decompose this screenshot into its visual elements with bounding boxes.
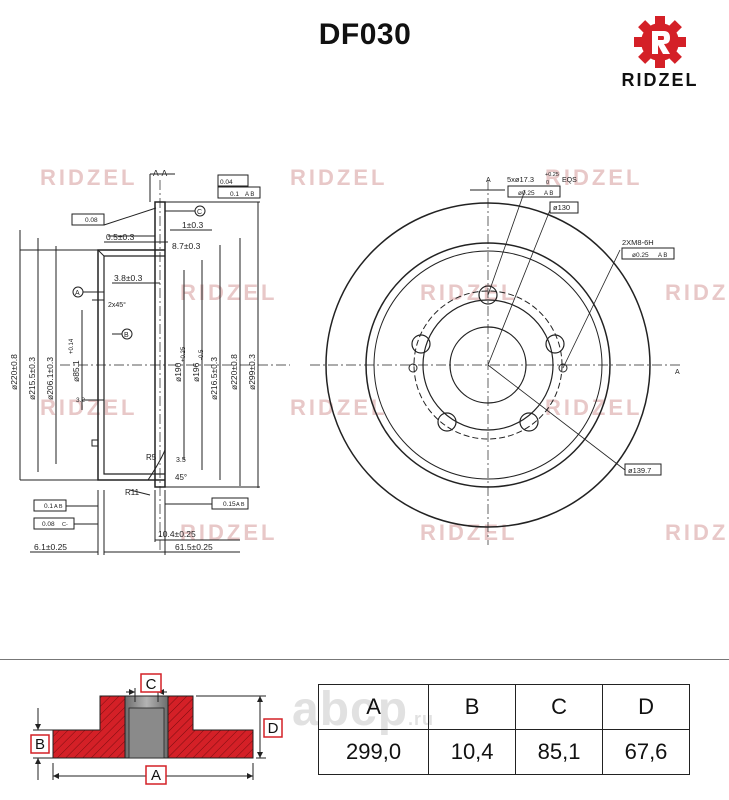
watermark-text: RIDZEL bbox=[290, 165, 387, 190]
holes-label: 5xø17.3 bbox=[507, 175, 534, 184]
table-header-cell: C bbox=[515, 684, 604, 730]
datum-c: C bbox=[197, 209, 202, 216]
holes-pos-ref: A B bbox=[544, 191, 553, 197]
section-divider bbox=[0, 659, 729, 660]
technical-drawing: RIDZEL RIDZEL RIDZEL RIDZEL RIDZEL RIDZE… bbox=[9, 165, 729, 555]
view-label-a-top: A bbox=[486, 177, 491, 184]
watermark-text: RIDZEL bbox=[420, 520, 517, 545]
gdt-face-runout: 0.1 bbox=[44, 503, 53, 510]
watermark-text: RIDZEL bbox=[180, 280, 277, 305]
brand-logo: RIDZEL bbox=[605, 14, 715, 94]
dim-dia-220: ø220±0.8 bbox=[9, 354, 19, 390]
dim-dia-196: ø196 bbox=[191, 362, 201, 382]
dim-dia-299: ø299±0.3 bbox=[247, 354, 257, 390]
thread-label: 2XM8-6H bbox=[622, 238, 654, 247]
gdt-thickness-var: 0.08 bbox=[42, 521, 55, 528]
dim-dia-85-1-tol: +0.14 bbox=[69, 338, 75, 354]
profile-label-a: A bbox=[151, 767, 161, 784]
thread-pos: ø0.25 bbox=[632, 252, 649, 259]
watermark-text: RIDZEL bbox=[545, 165, 642, 190]
dim-dia-215-5: ø215.5±0.3 bbox=[27, 357, 37, 400]
front-view bbox=[310, 180, 680, 545]
section-labels: A-A 0.04 0.1 A B 0.08 C A B 1±0.3 0.5±0.… bbox=[9, 168, 257, 552]
watermark-text: RIDZEL bbox=[290, 395, 387, 420]
table-header-cell: A bbox=[317, 684, 430, 730]
dim-chamfer: 2x45° bbox=[108, 301, 126, 309]
holes-eqs: EQS bbox=[562, 177, 577, 184]
dim-3-5: 3.5 bbox=[176, 457, 186, 464]
gdt-face-runout-ref: A B bbox=[54, 504, 63, 510]
drawing-watermarks: RIDZEL RIDZEL RIDZEL RIDZEL RIDZEL RIDZE… bbox=[40, 165, 729, 545]
dim-r5: R5 bbox=[146, 453, 157, 462]
section-view bbox=[19, 173, 290, 555]
table-cell: 10,4 bbox=[428, 729, 517, 775]
gdt-runout: 0.1 bbox=[230, 191, 239, 198]
ridzel-gear-icon bbox=[634, 16, 686, 68]
profile-label-b: B bbox=[35, 736, 45, 753]
front-labels: A A 5xø17.3 +0.25 0 EQS ø0.25 A B ø130 2… bbox=[486, 172, 680, 475]
rotor-profile-diagram: C B D A bbox=[30, 673, 283, 785]
pcd-130: ø130 bbox=[553, 203, 570, 212]
table-row: 299,0 10,4 85,1 67,6 bbox=[317, 729, 690, 775]
watermark-text: RIDZEL bbox=[665, 280, 729, 305]
dim-dia-216-5: ø216.5±0.3 bbox=[209, 357, 219, 400]
dim-angle-45: 45° bbox=[175, 473, 187, 482]
table-header-row: A B C D bbox=[317, 684, 690, 730]
dim-3-8: 3.8±0.3 bbox=[114, 273, 143, 283]
gdt-flatness: 0.04 bbox=[220, 179, 233, 186]
gdt-parallel: 0.08 bbox=[85, 217, 98, 224]
dim-dia-206-1: ø206.1±0.3 bbox=[45, 357, 55, 400]
profile-label-d: D bbox=[268, 720, 279, 737]
section-label: A-A bbox=[153, 168, 168, 178]
dim-dia-190: ø190 bbox=[173, 362, 183, 382]
holes-pos: ø0.25 bbox=[518, 190, 535, 197]
dim-0-5: 0.5±0.3 bbox=[106, 232, 135, 242]
dim-8-7: 8.7±0.3 bbox=[172, 241, 201, 251]
table-header-cell: D bbox=[602, 684, 690, 730]
table-cell: 299,0 bbox=[317, 729, 430, 775]
dim-r11: R11 bbox=[125, 488, 140, 497]
watermark-text: RIDZEL bbox=[40, 165, 137, 190]
watermark-text: RIDZEL bbox=[665, 520, 729, 545]
dimensions-table: A B C D 299,0 10,4 85,1 67,6 bbox=[317, 684, 690, 775]
brand-name: RIDZEL bbox=[621, 70, 699, 90]
gdt-thickness-var-ref: C- bbox=[62, 522, 68, 528]
thread-pos-ref: A B bbox=[658, 253, 667, 259]
dim-10-4: 10.4±0.25 bbox=[158, 529, 196, 539]
datum-a: A bbox=[75, 290, 80, 297]
table-cell: 85,1 bbox=[515, 729, 604, 775]
holes-tol-2: 0 bbox=[546, 180, 549, 186]
view-label-a-right: A bbox=[675, 369, 680, 376]
watermark-text: RIDZEL bbox=[545, 395, 642, 420]
dim-dia-85-1: ø85.1 bbox=[71, 360, 81, 382]
gdt-runout-2-ref: A B bbox=[236, 502, 245, 508]
dim-dia-196-tol: -0.5 bbox=[199, 349, 205, 360]
dim-dia-190-tol: +0.25 bbox=[181, 346, 187, 362]
datum-b: B bbox=[124, 332, 129, 339]
profile-label-c: C bbox=[146, 676, 157, 693]
pcd-139-7: ø139.7 bbox=[628, 466, 651, 475]
gdt-runout-ref: A B bbox=[245, 192, 254, 198]
gdt-runout-2: 0.15 bbox=[223, 501, 236, 508]
table-cell: 67,6 bbox=[602, 729, 690, 775]
dim-1: 1±0.3 bbox=[182, 220, 203, 230]
dim-3-2: 3.2 bbox=[76, 397, 85, 404]
dim-6-1: 6.1±0.25 bbox=[34, 542, 67, 552]
holes-tol: +0.25 bbox=[545, 172, 559, 178]
table-header-cell: B bbox=[428, 684, 517, 730]
part-number-title: DF030 bbox=[318, 18, 412, 51]
watermark-text: RIDZEL bbox=[180, 520, 277, 545]
dim-61-5: 61.5±0.25 bbox=[175, 542, 213, 552]
dim-dia-220b: ø220±0.8 bbox=[229, 354, 239, 390]
